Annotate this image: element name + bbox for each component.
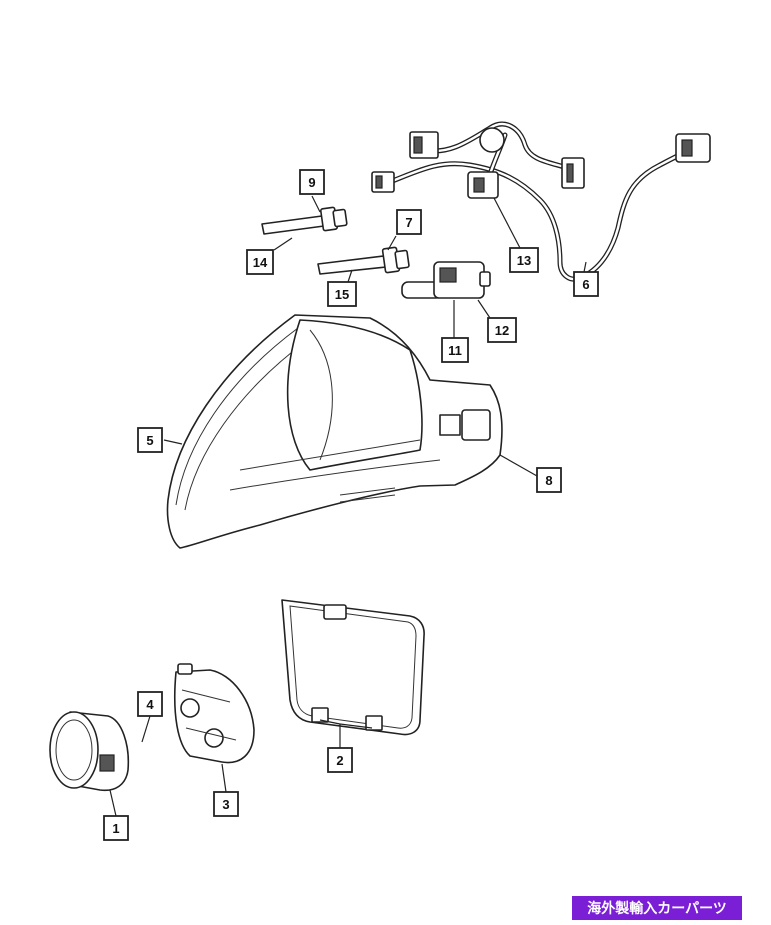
callout-9-label: 9	[308, 175, 315, 190]
callout-5-label: 5	[146, 433, 153, 448]
callout-14: 14	[246, 249, 274, 275]
callout-3: 3	[213, 791, 239, 817]
callout-13-label: 13	[517, 253, 531, 268]
bolt-14	[261, 206, 348, 235]
callout-7-label: 7	[405, 215, 412, 230]
cover-plate	[281, 599, 425, 736]
bolt-15	[317, 246, 410, 275]
callout-1: 1	[103, 815, 129, 841]
leader-lines	[109, 195, 587, 817]
callout-9: 9	[299, 169, 325, 195]
callout-4: 4	[137, 691, 163, 717]
callout-3-label: 3	[222, 797, 229, 812]
callout-2: 2	[327, 747, 353, 773]
callout-15: 15	[327, 281, 357, 307]
fog-lamp	[49, 711, 130, 792]
callout-1-label: 1	[112, 821, 119, 836]
callout-5: 5	[137, 427, 163, 453]
callout-8: 8	[536, 467, 562, 493]
wiring-harness	[371, 121, 711, 282]
fog-lamp-bracket	[173, 663, 255, 764]
callout-6-label: 6	[582, 277, 589, 292]
callout-7: 7	[396, 209, 422, 235]
callout-6: 6	[573, 271, 599, 297]
callout-4-label: 4	[146, 697, 154, 712]
headlamp-assembly	[166, 314, 503, 549]
callout-14-label: 14	[253, 255, 268, 270]
callout-8-label: 8	[545, 473, 552, 488]
callout-11: 11	[441, 337, 469, 363]
callout-2-label: 2	[336, 753, 343, 768]
watermark-badge: 海外製輸入カーパーツ	[572, 896, 742, 920]
callout-13: 13	[509, 247, 539, 273]
callout-12: 12	[487, 317, 517, 343]
bulb-socket	[401, 261, 491, 299]
callout-15-label: 15	[335, 287, 349, 302]
callout-12-label: 12	[495, 323, 509, 338]
callout-11-label: 11	[448, 343, 462, 358]
